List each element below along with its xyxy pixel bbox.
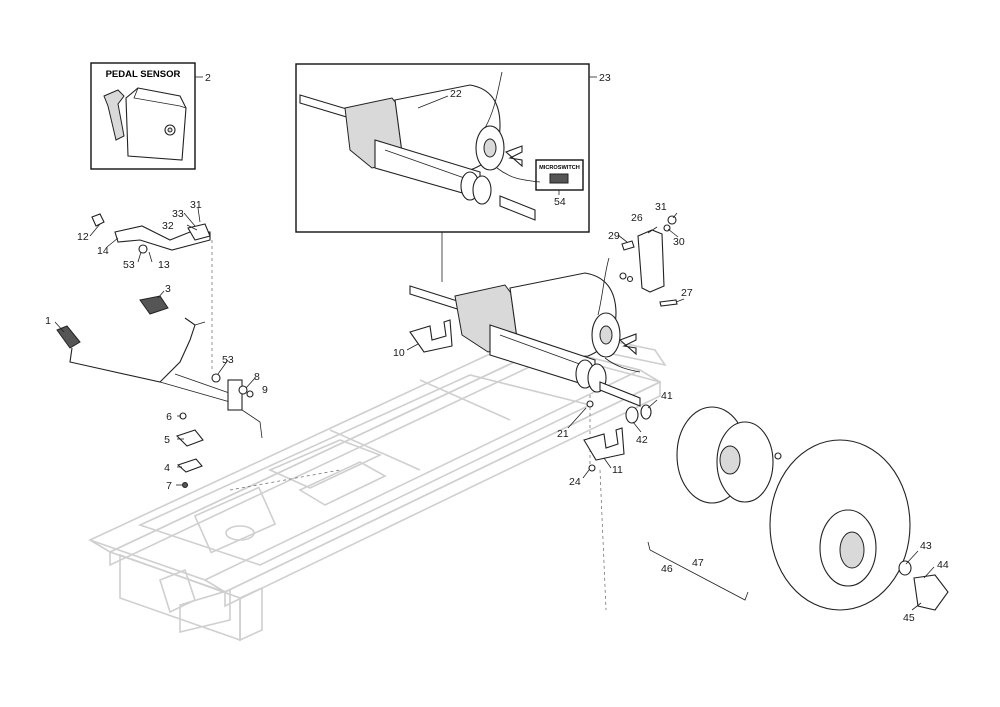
microswitch-title: MICROSWITCH (539, 165, 580, 171)
callout-31-bracket: 31 (655, 201, 667, 213)
callout-30: 30 (673, 236, 685, 248)
callout-labels: 1 2 3 4 5 6 7 8 9 10 11 12 13 14 21 22 2… (45, 72, 949, 624)
transaxle-assembly (409, 257, 641, 407)
sensor-lever (103, 89, 125, 141)
bracket (409, 319, 453, 353)
callout-33: 33 (172, 208, 184, 220)
callout-26: 26 (631, 212, 643, 224)
leader-lines (54, 95, 935, 611)
callout-9: 9 (262, 384, 268, 396)
drive-motor-inset: MICROSWITCH (295, 63, 597, 282)
callout-11: 11 (612, 464, 623, 476)
callout-10: 10 (393, 347, 405, 359)
pedal-linkage (56, 213, 607, 611)
callout-31-linkage: 31 (190, 199, 202, 211)
callout-2: 2 (205, 72, 211, 84)
small-hardware (175, 215, 678, 488)
sensor-body (125, 87, 187, 161)
callout-22: 22 (450, 88, 462, 100)
callout-5: 5 (164, 434, 170, 446)
microswitch-part (549, 173, 569, 184)
motor-cylinder (394, 84, 501, 176)
callout-32: 32 (162, 220, 174, 232)
callout-47: 47 (692, 557, 704, 569)
callout-8: 8 (254, 371, 260, 383)
callout-14: 14 (97, 245, 109, 257)
callout-3: 3 (165, 283, 171, 295)
pedal-pad (56, 325, 81, 349)
callout-24: 24 (569, 476, 581, 488)
callout-46: 46 (661, 563, 673, 575)
callout-13: 13 (158, 259, 170, 271)
callout-44: 44 (937, 559, 949, 571)
callout-41: 41 (661, 390, 673, 402)
wheel-assembly (647, 406, 949, 611)
pedal-sensor-title: PEDAL SENSOR (106, 69, 181, 80)
callout-29: 29 (608, 230, 620, 242)
bracket-plate (637, 229, 665, 293)
callout-21: 21 (557, 428, 569, 440)
chassis-frame (88, 328, 667, 642)
callout-53-lower: 53 (222, 354, 234, 366)
callout-42: 42 (636, 434, 648, 446)
callout-4: 4 (164, 462, 170, 474)
callout-1: 1 (45, 315, 51, 327)
callout-7: 7 (166, 480, 172, 492)
callout-23: 23 (599, 72, 611, 84)
callout-45: 45 (903, 612, 915, 624)
callout-54: 54 (554, 196, 566, 208)
callout-43: 43 (920, 540, 932, 552)
callout-53-linkage: 53 (123, 259, 135, 271)
callout-12: 12 (77, 231, 89, 243)
callout-27: 27 (681, 287, 693, 299)
wheel-cap (913, 574, 949, 611)
callout-6: 6 (166, 411, 172, 423)
pedal-sensor-inset: PEDAL SENSOR (90, 62, 203, 170)
bracket (583, 427, 625, 461)
